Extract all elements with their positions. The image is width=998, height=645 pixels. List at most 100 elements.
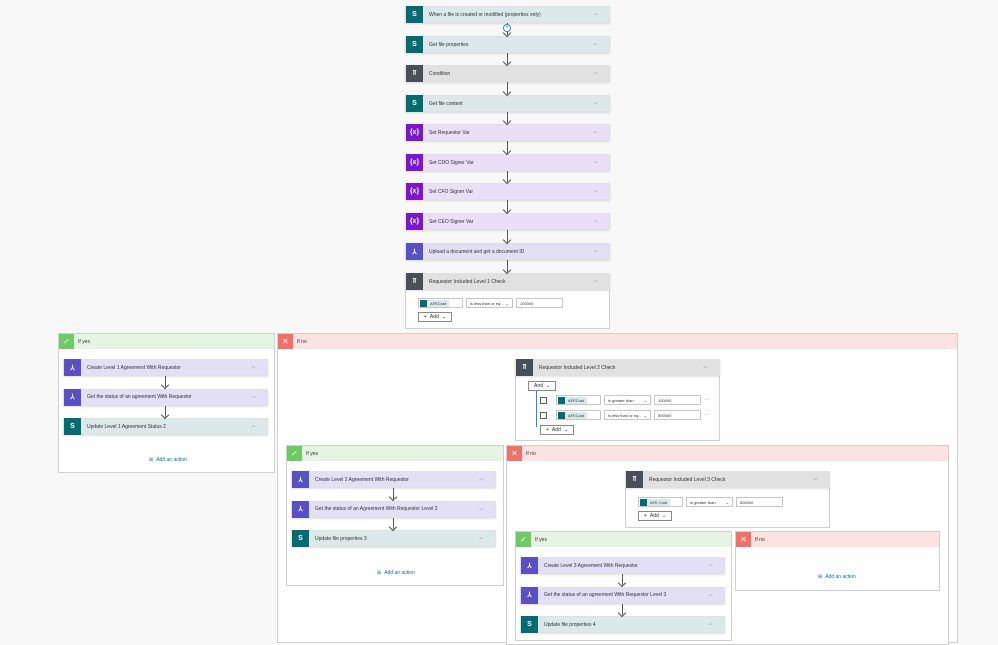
more-options-icon[interactable]: ··· — [479, 476, 484, 483]
action-title: Get the status of an Agreement With Requ… — [315, 506, 438, 512]
more-options-icon[interactable]: ··· — [251, 364, 256, 371]
variable-icon: {x} — [406, 213, 423, 230]
insert-step-icon[interactable]: + — [503, 24, 511, 32]
token-field[interactable]: AFECost — [418, 298, 463, 308]
value-input[interactable]: 100000 — [654, 395, 701, 405]
connector-arrow — [507, 112, 508, 123]
add-action-label: Add an action — [825, 574, 856, 580]
action-card[interactable]: ⅄Create Level 3 Agreement With Requestor… — [520, 557, 725, 574]
branch-header[interactable]: ✕If no — [507, 446, 948, 461]
value-input[interactable]: 500000 — [736, 497, 783, 507]
and-group-select[interactable]: And⌄ — [528, 381, 557, 391]
action-card[interactable]: ⅄Get the status of an agreement With Req… — [63, 388, 268, 406]
more-options-icon[interactable]: ··· — [479, 505, 484, 513]
sharepoint-icon — [420, 299, 427, 307]
action-card[interactable]: {x}Set CDO Signer Var··· — [405, 154, 610, 171]
adobe-sign-icon: ⅄ — [64, 359, 81, 376]
branch-label: If no — [526, 450, 536, 457]
token-field[interactable]: AFECost — [556, 395, 601, 405]
plus-icon: + — [424, 314, 427, 320]
action-card[interactable]: {x} Set CFO Signer Var ··· — [405, 183, 610, 200]
condition-icon: ⫪ — [626, 471, 643, 488]
operator-select[interactable]: is greater than⌄ — [604, 395, 651, 405]
branch-label: If yes — [78, 338, 90, 345]
action-title: Get the status of an agreement With Requ… — [544, 592, 667, 598]
action-title: Set CFO Signer Var — [429, 188, 474, 195]
row-more-icon[interactable]: ··· — [704, 397, 709, 403]
row-checkbox[interactable] — [540, 396, 547, 404]
more-options-icon[interactable]: ··· — [593, 100, 598, 107]
variable-icon: {x} — [406, 183, 423, 200]
token-field[interactable]: AFE Cost — [638, 497, 683, 507]
token-field[interactable]: AFECost — [556, 410, 601, 420]
more-options-icon[interactable]: ··· — [593, 248, 598, 255]
sharepoint-icon: S — [64, 418, 81, 435]
add-action-label: Add an action — [156, 457, 187, 463]
branch-header[interactable]: ✓If yes — [516, 532, 731, 547]
more-options-icon[interactable]: ··· — [593, 159, 598, 166]
if-no-branch-3: ✕If no ⊞Add an action — [735, 531, 940, 591]
more-options-icon[interactable]: ··· — [708, 562, 713, 569]
more-options-icon[interactable]: ··· — [708, 591, 713, 599]
sharepoint-icon — [640, 498, 647, 506]
more-options-icon[interactable]: ··· — [593, 129, 598, 136]
branch-label: If yes — [535, 536, 547, 543]
sharepoint-icon — [558, 396, 565, 404]
branch-header[interactable]: ✕If no — [736, 532, 939, 547]
operator-select[interactable]: is less than or eq...⌄ — [604, 410, 651, 420]
action-card[interactable]: ⅄Upload a document and get a document ID… — [405, 243, 610, 260]
more-options-icon[interactable]: ··· — [593, 218, 598, 225]
action-card[interactable]: ⅄Create Level 1 Agreement With Requestor… — [63, 359, 268, 376]
row-more-icon[interactable]: ··· — [704, 412, 709, 418]
action-card[interactable]: ⫪Condition··· — [405, 65, 610, 82]
action-card[interactable]: ⫪Requestor Included Level 2 Check··· — [515, 359, 720, 376]
action-card[interactable]: {x}Set CEO Signer Var··· — [405, 213, 610, 230]
connector-arrow — [393, 517, 394, 529]
adobe-sign-icon: ⅄ — [521, 557, 538, 574]
more-options-icon[interactable]: ··· — [703, 364, 708, 371]
branch-header[interactable]: ✓If yes — [59, 334, 274, 349]
row-checkbox[interactable] — [540, 411, 547, 419]
add-button[interactable]: +Add⌄ — [418, 312, 453, 322]
action-card[interactable]: ⅄Get the status of an agreement With Req… — [520, 586, 725, 604]
more-options-icon[interactable]: ··· — [813, 476, 818, 483]
more-options-icon[interactable]: ··· — [593, 278, 598, 285]
more-options-icon[interactable]: ··· — [593, 70, 598, 77]
add-action-label: Add an action — [384, 570, 415, 576]
action-card[interactable]: ⅄Get the status of an Agreement With Req… — [291, 500, 496, 518]
value-input[interactable]: 100000 — [516, 298, 563, 308]
more-options-icon[interactable]: ··· — [479, 535, 484, 542]
value-input[interactable]: 500000 — [654, 410, 701, 420]
action-card[interactable]: ⫪Requestor Included Level 1 Check··· — [405, 273, 610, 290]
add-button[interactable]: +Add⌄ — [540, 425, 575, 435]
more-options-icon[interactable]: ··· — [708, 621, 713, 628]
more-options-icon[interactable]: ··· — [593, 11, 598, 18]
more-options-icon[interactable]: ··· — [593, 41, 598, 48]
add-action-button[interactable]: ⊞Add an action — [818, 574, 856, 580]
connector-arrow — [393, 488, 394, 499]
connector-arrow — [507, 53, 508, 64]
condition-row: AFECost is less than or eq...⌄ 500000 ··… — [540, 410, 709, 420]
action-card[interactable]: {x}Set Requestor Var··· — [405, 124, 610, 141]
more-options-icon[interactable]: ··· — [251, 393, 256, 401]
add-button[interactable]: +Add⌄ — [638, 511, 673, 521]
action-card[interactable]: ⫪Requestor Included Level 3 Check··· — [625, 471, 830, 488]
action-card[interactable]: ⅄Create Level 2 Agreement With Requestor… — [291, 471, 496, 488]
condition-row: AFECost is greater than⌄ 100000 ··· — [540, 395, 709, 405]
more-options-icon[interactable]: ··· — [593, 188, 598, 195]
branch-header[interactable]: ✓If yes — [287, 446, 503, 461]
token-label: AFE Cost — [647, 498, 671, 506]
operator-select[interactable]: is greater than⌄ — [686, 497, 733, 507]
branch-header[interactable]: ✕If no — [278, 334, 957, 349]
add-action-button[interactable]: ⊞Add an action — [149, 457, 187, 463]
operator-select[interactable]: is less than or eq...⌄ — [466, 298, 513, 308]
add-action-button[interactable]: ⊞Add an action — [377, 570, 415, 576]
more-options-icon[interactable]: ··· — [251, 423, 256, 430]
sharepoint-icon: S — [406, 95, 423, 112]
